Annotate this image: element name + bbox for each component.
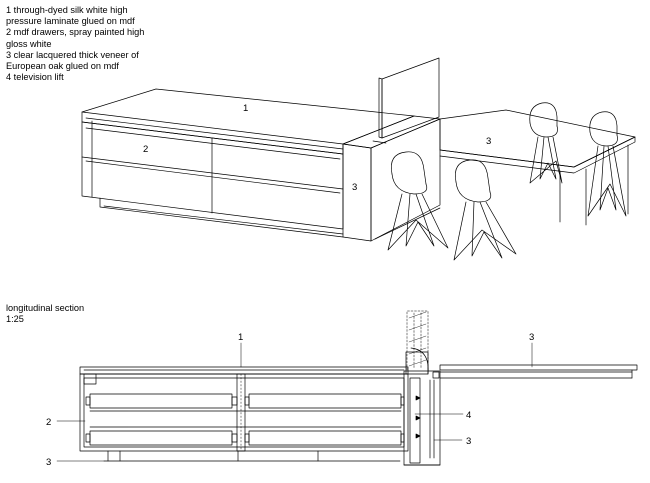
lift-cover-arc (410, 347, 429, 375)
chair-backrest (390, 151, 427, 185)
drawer-handle (400, 433, 405, 443)
lift-mechanism-box (405, 351, 429, 375)
legend-line: European oak glued on mdf (6, 61, 119, 72)
tv-panel-edge (378, 77, 383, 139)
television-lift-panel (372, 57, 440, 144)
drawer-gap-upper (85, 127, 341, 160)
drawer-divider-horizontal (81, 156, 344, 190)
chair-backrest (454, 159, 491, 193)
drawer-handle (231, 433, 238, 443)
table-top-edge (439, 136, 636, 174)
chair-seat (529, 122, 558, 138)
drawer-handle (400, 396, 405, 406)
chair-backrest (589, 111, 618, 136)
island-plinth-shadow (103, 205, 344, 235)
worktop-end-block (83, 373, 97, 385)
lower-drawer-left (89, 430, 233, 446)
lift-marker (415, 415, 421, 421)
table-top-section (439, 364, 638, 379)
legend-line: 3 clear lacquered thick veneer of (6, 49, 139, 60)
label-1-section: 1 (238, 332, 243, 343)
label-3-side: 3 (352, 182, 357, 193)
eames-chair-back-right (587, 111, 627, 217)
island-top-front-edge (85, 117, 344, 150)
lift-marker (415, 433, 421, 439)
upper-drawer-right (248, 393, 402, 409)
lift-mechanism-block (432, 371, 440, 379)
label-3-section-right: 3 (466, 436, 471, 447)
tv-lift-raised-outline (406, 310, 429, 371)
upper-drawer-left (89, 393, 233, 409)
perspective-view: 1 2 3 3 (81, 57, 636, 261)
hatch-line (408, 335, 427, 343)
label-1-perspective: 1 (243, 103, 248, 114)
island-cabinet (81, 88, 415, 238)
drawer-handle (244, 433, 250, 443)
label-3-section-bottom: 3 (46, 457, 51, 468)
island-front-face (81, 121, 344, 230)
chair-backrest (529, 102, 558, 127)
eames-chair-front-right (453, 159, 517, 261)
tv-lift-dashed (406, 310, 429, 371)
hatch-line (408, 359, 427, 367)
legend-line: 2 mdf drawers, spray painted high (6, 27, 145, 38)
longitudinal-section: 1 2 3 3 3 4 (46, 310, 638, 468)
drawer-handle (85, 433, 91, 443)
leader-lines (56, 342, 533, 462)
drawer-handle (244, 396, 250, 406)
legend-line: pressure laminate glued on mdf (6, 16, 135, 27)
drawer-gap-lower (85, 160, 341, 194)
drawer-handle (85, 396, 91, 406)
hatch-line (408, 311, 427, 319)
section-title-block: longitudinal section 1:25 (6, 303, 84, 325)
eames-chair-back-left (529, 102, 563, 184)
legend-line: 1 through-dyed silk white high (6, 5, 128, 15)
hatch-line (408, 323, 427, 331)
drawer-handle (231, 396, 238, 406)
lift-inner-wall (409, 377, 421, 464)
label-2-section: 2 (46, 417, 51, 428)
chair-seat (455, 181, 492, 203)
label-3-table: 3 (486, 136, 491, 147)
chair-seat (391, 173, 428, 195)
chair-legs (587, 145, 627, 217)
lift-cabinet-section (403, 347, 441, 466)
island-plinth (99, 197, 344, 238)
hatch-line (408, 347, 427, 355)
section-title: longitudinal section (6, 303, 85, 313)
tv-lift-hatch (408, 311, 427, 367)
chair-legs (387, 193, 449, 251)
lift-marker (415, 395, 421, 401)
chair-legs (529, 136, 563, 184)
label-2-perspective: 2 (143, 144, 148, 155)
carcass-outline (79, 373, 409, 452)
chair-seat (589, 131, 618, 147)
eames-chair-front-left (387, 151, 449, 251)
tv-slot (372, 140, 387, 144)
material-legend: 1 through-dyed silk white high pressure … (6, 5, 144, 83)
lift-cabinet-outline (403, 370, 441, 466)
island-worktop-section (79, 366, 409, 375)
table-top-slab (439, 364, 638, 371)
oak-end-face (370, 118, 441, 242)
legend-line: 4 television lift (6, 72, 64, 83)
section-scale: 1:25 (6, 314, 24, 325)
legend-line: gloss white (6, 38, 52, 49)
tv-panel-front (381, 57, 440, 139)
label-4-section: 4 (466, 410, 471, 421)
label-3-section-table: 3 (529, 332, 534, 343)
island-section (79, 366, 409, 462)
lower-drawer-right (248, 430, 402, 446)
dining-table (439, 109, 636, 226)
carcass-inner (83, 377, 405, 448)
chair-legs (453, 201, 517, 261)
oak-side-top (342, 115, 441, 149)
